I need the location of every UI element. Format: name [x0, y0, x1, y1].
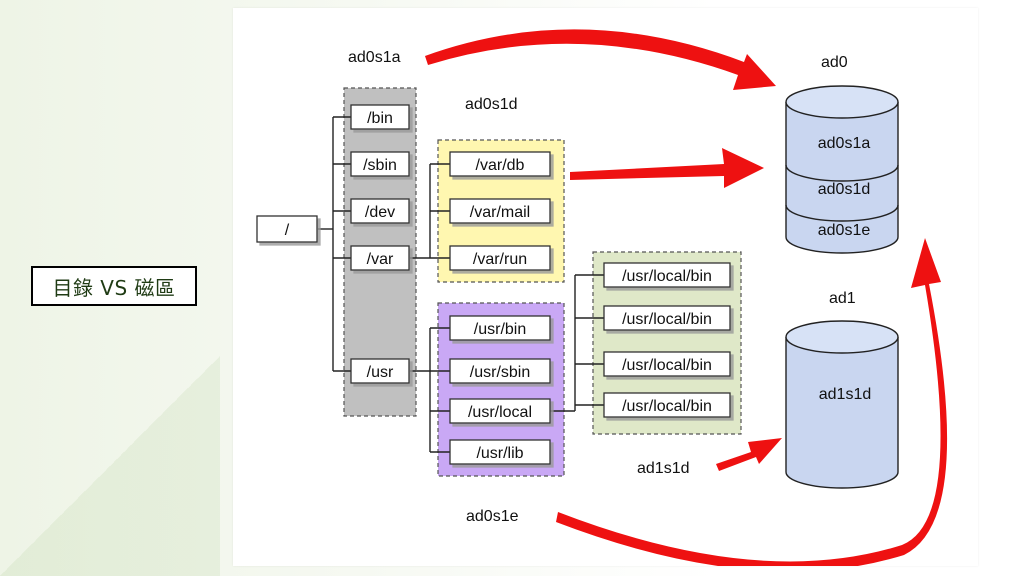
root-dir-box: /: [256, 215, 318, 243]
dir-label-usr-bin: /usr/bin: [474, 321, 526, 338]
dir-label-var: /var: [367, 251, 394, 268]
dir-label-var-db: /var/db: [476, 157, 525, 174]
dir-label-var-run: /var/run: [473, 251, 527, 268]
disk-ad1-partition-ad1s1d: ad1s1d: [819, 386, 872, 403]
slide-corner-decoration: [0, 356, 220, 576]
dir-box-usr-lib: /usr/lib: [449, 439, 551, 465]
arrow-label-ad1s1d: ad1s1d: [637, 460, 690, 477]
dir-box-usr-local-bin-3: /usr/local/bin: [603, 351, 731, 377]
dir-box-usr-local-bin-2: /usr/local/bin: [603, 305, 731, 331]
diagram-canvas: / /bin /sbin /dev /var /usr /var/db /var…: [256, 29, 948, 572]
disk-ad0-partition-ad0s1a: ad0s1a: [818, 135, 871, 152]
dir-box-usr-bin: /usr/bin: [449, 315, 551, 341]
dir-box-sbin: /sbin: [350, 151, 410, 177]
arrow-ad0s1d: [570, 148, 764, 188]
dir-label-usr-sbin: /usr/sbin: [470, 364, 530, 381]
dir-label-var-mail: /var/mail: [470, 204, 530, 221]
disk-ad0-partition-ad0s1d: ad0s1d: [818, 181, 871, 198]
dir-box-usr-local-bin-4: /usr/local/bin: [603, 392, 731, 418]
tree-connectors: [318, 116, 604, 453]
dir-box-var-mail: /var/mail: [449, 198, 551, 224]
dir-box-var-db: /var/db: [449, 151, 551, 177]
dir-label-sbin: /sbin: [363, 157, 397, 174]
dir-box-var-run: /var/run: [449, 245, 551, 271]
dir-label-bin: /bin: [367, 110, 393, 127]
dir-box-usr-local-bin-1: /usr/local/bin: [603, 262, 731, 288]
group-label-ad0s1d: ad0s1d: [465, 96, 518, 113]
disk-ad0-cylinder: [785, 85, 899, 254]
dir-label-usr-lib: /usr/lib: [476, 445, 523, 462]
dir-box-usr: /usr: [350, 358, 410, 384]
dir-label-usr-local-bin-3: /usr/local/bin: [622, 357, 712, 374]
arrow-ad0s1a: [425, 29, 776, 90]
dir-label-usr-local-bin-2: /usr/local/bin: [622, 311, 712, 328]
dir-box-bin: /bin: [350, 104, 410, 130]
diagram-figure: / /bin /sbin /dev /var /usr /var/db /var…: [233, 8, 978, 572]
dir-label-usr: /usr: [367, 364, 394, 381]
dir-box-usr-sbin: /usr/sbin: [449, 358, 551, 384]
slide-label: 目錄 VS 磁區: [31, 266, 197, 306]
disk-ad1-cylinder: [785, 320, 899, 489]
dir-label-usr-local: /usr/local: [468, 404, 532, 421]
dir-label-usr-local-bin-1: /usr/local/bin: [622, 268, 712, 285]
disk-ad0-partition-ad0s1e: ad0s1e: [818, 222, 871, 239]
arrow-label-ad0s1a: ad0s1a: [348, 49, 401, 66]
disk-ad1-title: ad1: [829, 290, 856, 307]
dir-box-dev: /dev: [350, 198, 410, 224]
arrow-label-ad0s1e: ad0s1e: [466, 508, 519, 525]
disk-ad0-title: ad0: [821, 54, 848, 71]
arrow-ad1s1d: [716, 438, 782, 471]
dir-box-usr-local: /usr/local: [449, 398, 551, 424]
dir-label-usr-local-bin-4: /usr/local/bin: [622, 398, 712, 415]
root-dir-label: /: [285, 222, 290, 239]
dir-box-var: /var: [350, 245, 410, 271]
dir-label-dev: /dev: [365, 204, 395, 221]
